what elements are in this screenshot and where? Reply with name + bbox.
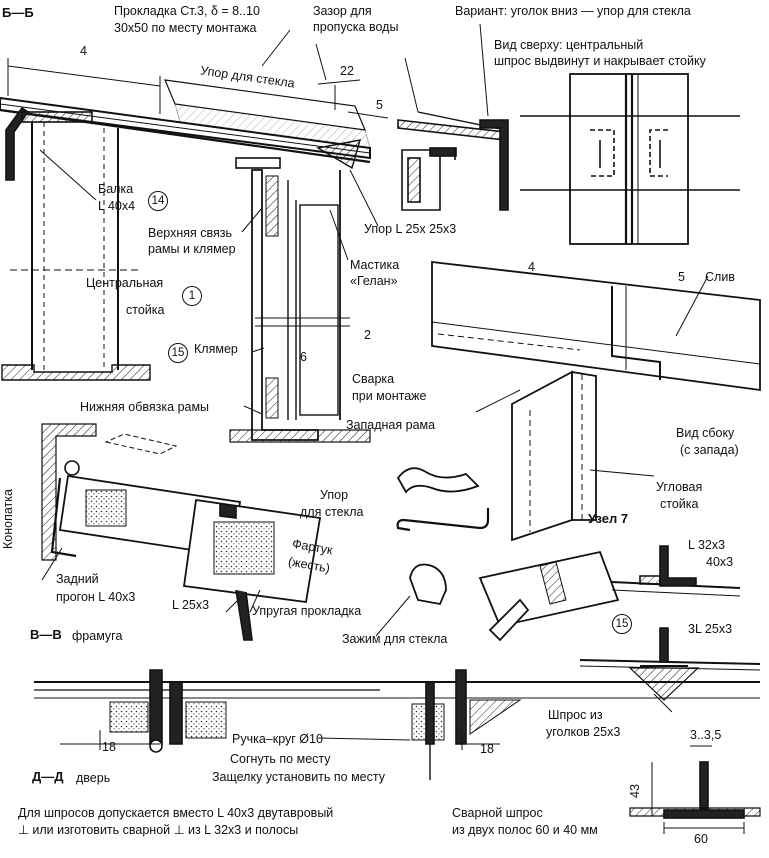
upper-link-line1: Верхняя связь	[148, 226, 233, 240]
weld-label-line2: при монтаже	[352, 389, 427, 403]
callout-15b: 15	[612, 614, 632, 634]
section-vv-subtitle: фрамуга	[72, 629, 123, 643]
l3-25-label: 3L 25х3	[688, 622, 733, 636]
bend-label: Согнуть по месту	[230, 752, 331, 766]
gap-label-line2: пропуска воды	[313, 20, 399, 34]
dim-6: 6	[300, 350, 307, 364]
clips-drawing	[396, 467, 620, 642]
dim-18-right: 18	[480, 742, 494, 756]
glass-clamp-label: Зажим для стекла	[342, 632, 448, 646]
glass-stop2-line1: Упор	[320, 488, 349, 502]
handle-label: Ручка–круг Ø10	[232, 732, 323, 746]
gasket-label-line2: 30х50 по месту монтажа	[114, 21, 257, 35]
dim-4-top: 4	[80, 44, 87, 58]
section-dd-subtitle: дверь	[76, 771, 111, 785]
footnote-line1: Для шпросов допускается вместо L 40х3 дв…	[18, 806, 334, 820]
top-view-drawing	[520, 73, 740, 245]
latch-label: Защелку установить по месту	[212, 770, 385, 784]
west-frame-label: Западная рама	[346, 418, 436, 432]
rear-purlin-line1: Задний	[56, 572, 99, 586]
dim-5-top: 5	[376, 98, 383, 112]
side-view-line2: (с запада)	[680, 443, 739, 457]
central-post-line1: Центральная	[86, 276, 164, 290]
section-vv-drawing	[41, 423, 322, 641]
glass-stop2-line2: для стекла	[300, 505, 364, 519]
gap-label-line1: Зазор для	[313, 4, 372, 18]
corner-post-line1: Угловая	[656, 480, 703, 494]
section-bb-title: Б—Б	[2, 5, 34, 20]
drain-label: Слив	[705, 270, 735, 284]
node7-title: Узел 7	[588, 511, 629, 526]
dim-5-right: 5	[678, 270, 685, 284]
gasket-label-line1: Прокладка Ст.3, δ = 8..10	[114, 4, 260, 18]
variant-label: Вариант: уголок вниз — упор для стекла	[455, 4, 691, 18]
variant-detail-drawing	[397, 57, 509, 211]
angle-25-label: L 25х3	[172, 598, 210, 612]
dim-60: 60	[694, 832, 708, 846]
corner-post-line2: стойка	[660, 497, 699, 511]
top-view-label-line1: Вид сверху: центральный	[494, 38, 644, 52]
welded-mullion-line2: из двух полос 60 и 40 мм	[452, 823, 598, 837]
mullion-line1: Шпрос из	[548, 708, 603, 722]
node7-drawing	[579, 545, 761, 701]
beam-label-line1: Балка	[98, 182, 134, 196]
top-view-label-line2: шпрос выдвинут и накрывает стойку	[494, 54, 706, 68]
section-dd-title: Д—Д	[32, 769, 64, 784]
corner-perspective-drawing	[431, 260, 761, 542]
dim-2: 2	[364, 328, 371, 342]
caulk-label: Конопатка	[0, 489, 15, 549]
upper-link-line2: рамы и клямер	[148, 242, 236, 256]
callout-1: 1	[182, 286, 202, 306]
clamp-label: Клямер	[194, 342, 238, 356]
dim-4-right: 4	[528, 260, 535, 274]
lower-frame-label: Нижняя обвязка рамы	[80, 400, 210, 414]
l32-line1: L 32х3	[688, 538, 726, 552]
mullion-line2: уголков 25х3	[546, 725, 621, 739]
callout-15a: 15	[168, 343, 188, 363]
beam-label-line2: L 40х4	[98, 199, 136, 213]
dim-22: 22	[340, 64, 354, 78]
callout-14: 14	[148, 191, 168, 211]
section-dd-drawing	[34, 669, 760, 780]
side-view-line1: Вид сбоку	[676, 426, 735, 440]
dim-18-left: 18	[102, 740, 116, 754]
mastic-label-line2: «Гелан»	[350, 274, 398, 288]
footnote-line2: ⊥ или изготовить сварной ⊥ из L 32х3 и п…	[18, 823, 299, 837]
section-vv-title: В—В	[30, 627, 62, 642]
stop-angle-label: Упор L 25х 25х3	[364, 222, 457, 236]
leader-lines	[39, 23, 709, 741]
mastic-label-line1: Мастика	[350, 258, 400, 272]
weld-label-line1: Сварка	[352, 372, 395, 386]
central-post-line2: стойка	[126, 303, 165, 317]
l32-line2: 40х3	[706, 555, 734, 569]
welded-mullion-drawing	[629, 745, 761, 834]
dim-43: 43	[627, 784, 642, 798]
rear-purlin-line2: прогон L 40х3	[56, 590, 136, 604]
dim-3-35: 3..3,5	[690, 728, 722, 742]
welded-mullion-line1: Сварной шпрос	[452, 806, 543, 820]
elastic-gasket-label: Упругая прокладка	[252, 604, 362, 618]
